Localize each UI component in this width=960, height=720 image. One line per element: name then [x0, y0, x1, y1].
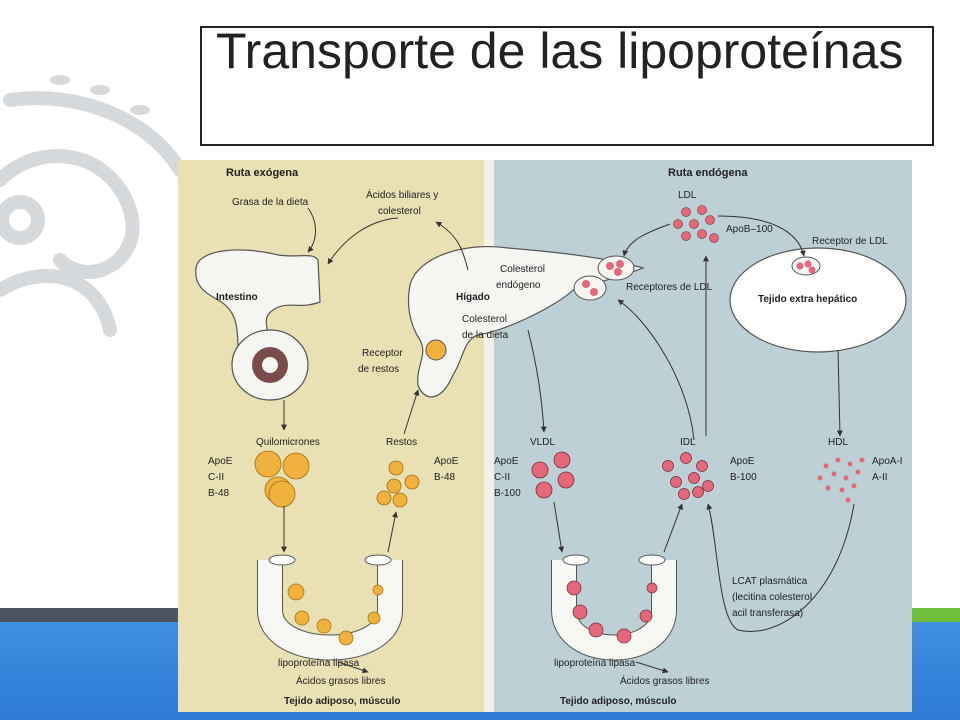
capillary-right — [551, 554, 677, 661]
lipoprotein-diagram: Ruta exógena Ruta endógena Intestino Híg… — [178, 160, 912, 712]
receptor-ldl-label: Receptor de LDL — [812, 236, 888, 247]
arrow-liver-bile — [435, 221, 469, 271]
extra-hepatic-tissue — [729, 247, 907, 353]
apo-hdl-1: ApoA-I — [872, 456, 903, 467]
apo-quilo-2: C-II — [208, 472, 224, 483]
remnant-particles — [376, 460, 420, 508]
tejido-extra-label: Tejido extra hepático — [758, 294, 857, 305]
endogenous-header: Ruta endógena — [668, 167, 748, 179]
apo-vldl-2: C-II — [494, 472, 510, 483]
hdl-particles — [817, 457, 865, 503]
lipasa-right: lipoproteína lipasa — [554, 658, 636, 669]
receptor-particles — [796, 260, 816, 274]
decorative-swirl — [0, 75, 187, 337]
lcat-line2: (lecitina colesterol — [732, 592, 812, 603]
arrow-hdl-idl — [706, 503, 855, 632]
lipasa-left: lipoproteína lipasa — [278, 658, 360, 669]
colesterol-dieta-line1: Colesterol — [462, 314, 507, 325]
footer-band-green — [900, 608, 960, 622]
arrow-tissue-hdl — [836, 349, 843, 437]
apo-vldl-1: ApoE — [494, 456, 519, 467]
arrow-restos-liver — [403, 389, 420, 435]
apo-quilo-1: ApoE — [208, 456, 233, 467]
chylomicron-particles — [254, 450, 310, 508]
arrow-capillary-restos — [387, 511, 398, 553]
receptor-restos-line1: Receptor — [362, 348, 403, 359]
intestine-shape — [195, 249, 321, 401]
capillary-left — [257, 554, 403, 661]
apo-hdl-2: A-II — [872, 472, 888, 483]
arrow-ldl-liver — [622, 223, 671, 257]
panel-divider — [484, 160, 494, 712]
ldl-particles — [673, 205, 719, 243]
tejido-left: Tejido adiposo, músculo — [284, 696, 401, 707]
flow-arrows — [281, 207, 855, 674]
idl-particles — [662, 452, 714, 500]
colesterol-dieta-line2: de la dieta — [462, 330, 509, 341]
vldl-label: VLDL — [530, 437, 555, 448]
apo-quilo-3: B-48 — [208, 488, 230, 499]
apo-idl-2: B-100 — [730, 472, 757, 483]
arrow-lipasa-left — [337, 661, 369, 674]
arrow-liver-vldl — [527, 329, 547, 433]
liver-shape — [407, 245, 645, 398]
arrow-lipasa-right — [635, 661, 669, 674]
colesterol-endogeno-line2: endógeno — [496, 280, 541, 291]
capillary-left-particles — [287, 583, 384, 646]
arrow-idl-liver — [617, 299, 695, 441]
apo-restos-2: B-48 — [434, 472, 456, 483]
arrow-capillary-idl — [663, 503, 683, 553]
idl-label: IDL — [680, 437, 696, 448]
acidos-left: Ácidos grasos libres — [296, 674, 385, 687]
tejido-right: Tejido adiposo, músculo — [560, 696, 677, 707]
lcat-line1: LCAT plasmática — [732, 576, 808, 587]
acidos-right: Ácidos grasos libres — [620, 674, 709, 687]
arrow-vldl-capillary — [553, 501, 565, 553]
apo-vldl-3: B-100 — [494, 488, 521, 499]
arrow-grasa-intestine — [307, 207, 316, 253]
acidos-biliares-line2: colesterol — [378, 206, 421, 217]
apob100-label: ApoB–100 — [726, 224, 773, 235]
slide-title: Transporte de las lipoproteínas — [216, 26, 904, 79]
exogenous-panel — [178, 160, 484, 712]
capillary-right-particles — [566, 580, 658, 644]
arrow-ldl-tissue — [717, 215, 806, 257]
receptores-ldl-label: Receptores de LDL — [626, 282, 713, 293]
acidos-biliares-line1: Ácidos biliares y — [366, 188, 438, 201]
apo-idl-1: ApoE — [730, 456, 755, 467]
lcat-line3: acil transferasa) — [732, 608, 803, 619]
ldl-label: LDL — [678, 190, 697, 201]
apo-restos-1: ApoE — [434, 456, 459, 467]
quilomicrones-label: Quilomicrones — [256, 437, 320, 448]
higado-label: Hígado — [456, 292, 490, 303]
exogenous-header: Ruta exógena — [226, 167, 299, 179]
hdl-label: HDL — [828, 437, 848, 448]
restos-label: Restos — [386, 437, 417, 448]
arrow-bile-intestine — [327, 217, 399, 265]
colesterol-endogeno-line1: Colesterol — [500, 264, 545, 275]
grasa-label: Grasa de la dieta — [232, 197, 309, 208]
title-box: Transporte de las lipoproteínas — [200, 26, 934, 146]
receptor-restos-line2: de restos — [358, 364, 399, 375]
intestino-label: Intestino — [216, 292, 258, 303]
vldl-particles — [531, 451, 575, 499]
